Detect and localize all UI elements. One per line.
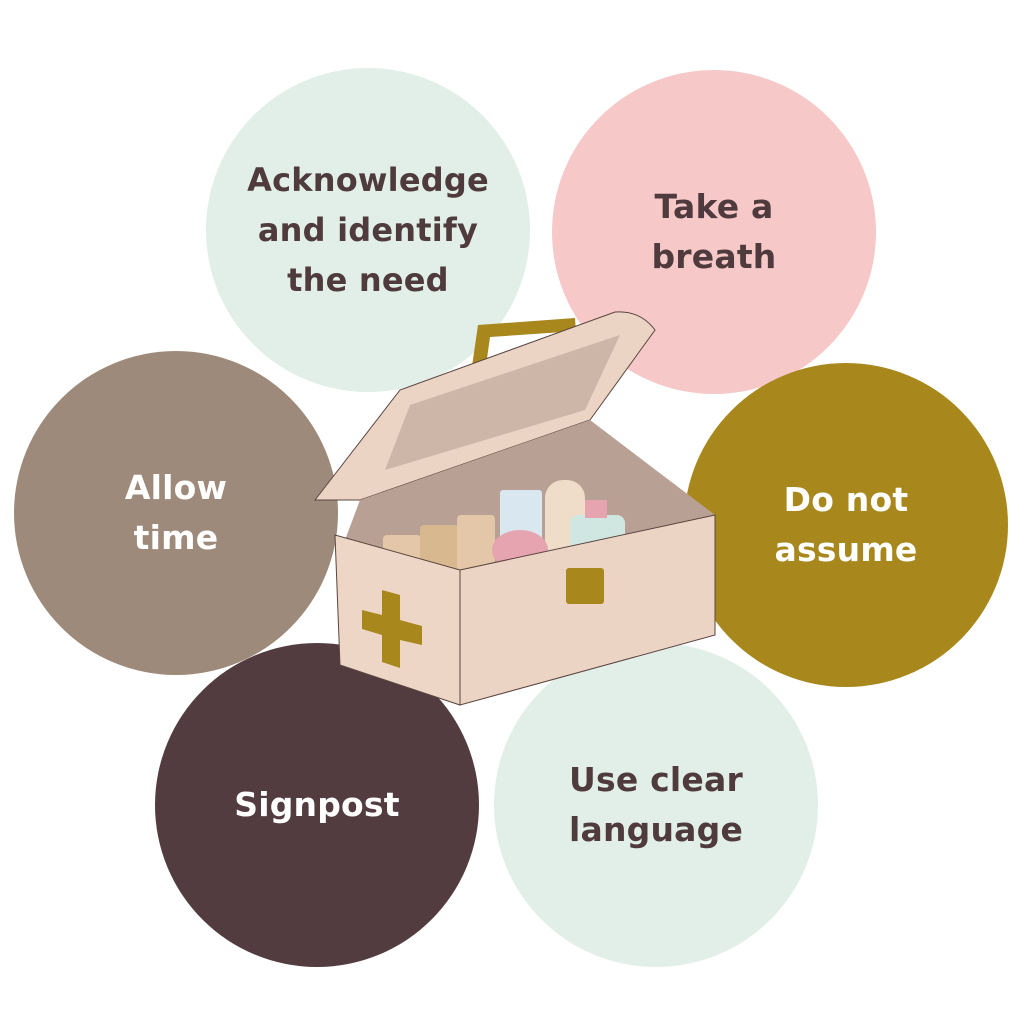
first-aid-kit-illustration: [313, 311, 716, 706]
circle-signpost: Signpost: [155, 643, 479, 967]
circle-label: Signpost: [234, 785, 400, 824]
medical-cross-icon: [362, 590, 422, 668]
